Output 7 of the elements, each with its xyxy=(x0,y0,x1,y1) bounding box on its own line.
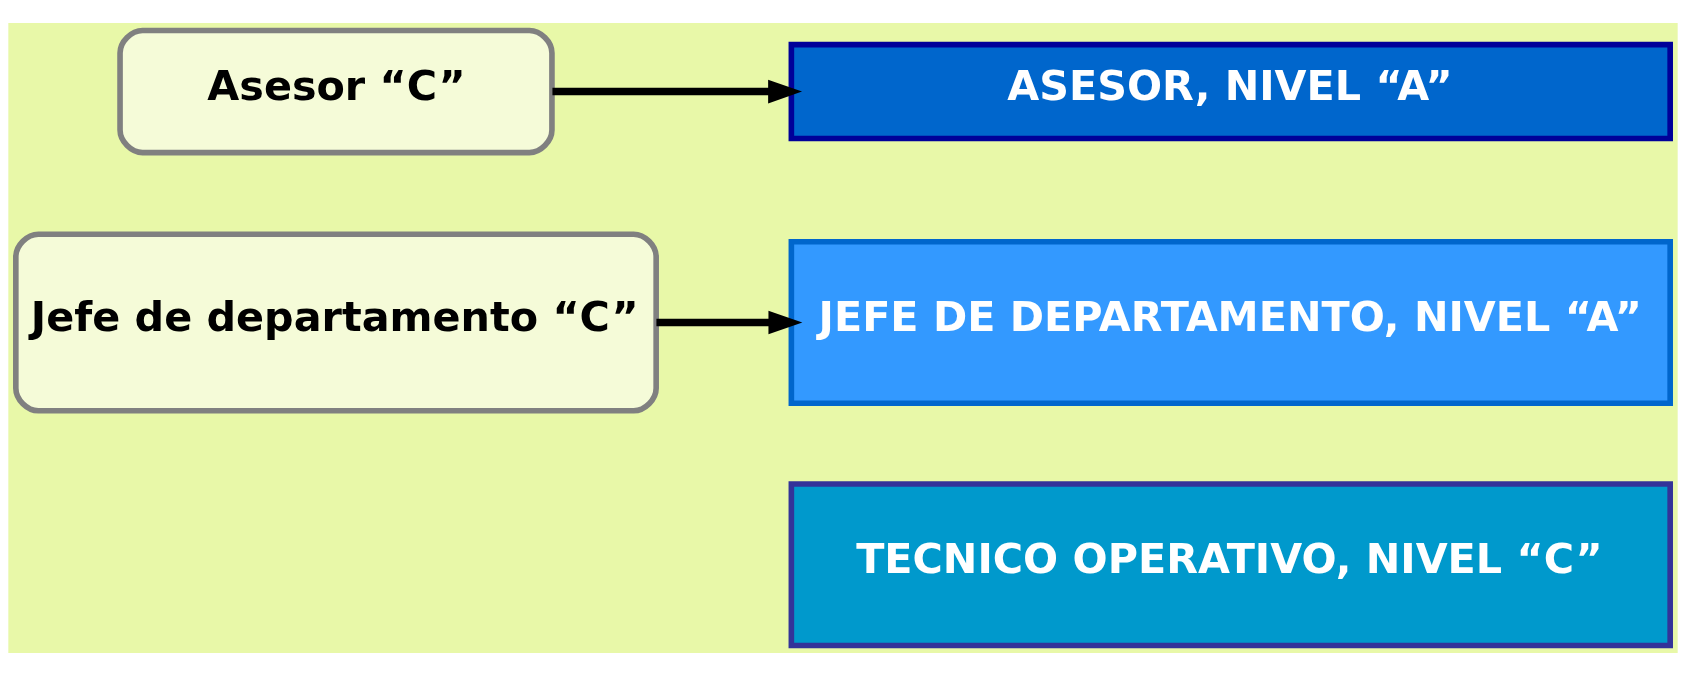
node-box: ASESOR, NIVEL “A” xyxy=(788,41,1673,141)
node-box: Jefe de departamento “C” xyxy=(13,230,659,414)
node-box: Asesor “C” xyxy=(117,27,555,155)
arrow xyxy=(552,79,803,103)
node-box: TECNICO OPERATIVO, NIVEL “C” xyxy=(788,480,1673,648)
arrow xyxy=(656,310,803,334)
node-box: JEFE DE DEPARTAMENTO, NIVEL “A” xyxy=(788,238,1673,406)
